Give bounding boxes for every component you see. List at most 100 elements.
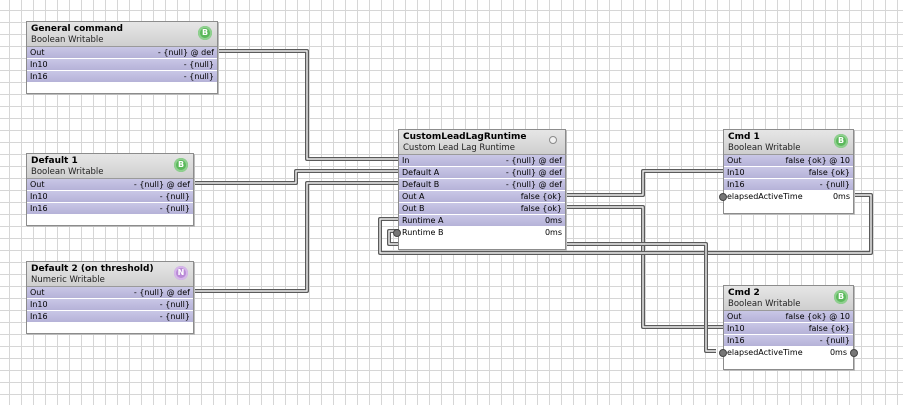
slot-name: In16 — [30, 312, 48, 321]
block-type: Custom Lead Lag Runtime — [403, 143, 515, 153]
block-cmd2[interactable]: Cmd 2 Boolean Writable B Out false {ok} … — [719, 285, 858, 370]
slot-name: In16 — [30, 72, 48, 81]
slot-out-a[interactable]: Out A false {ok} — [399, 191, 565, 203]
block-header[interactable]: Cmd 2 Boolean Writable B — [724, 286, 853, 311]
block-header[interactable]: Default 1 Boolean Writable B — [27, 154, 193, 179]
wire-default2-to-default-b[interactable] — [193, 181, 399, 293]
slot-value: - {null} — [159, 300, 190, 309]
block-title: Cmd 2 — [728, 288, 760, 298]
slot-name: elapsedActiveTime — [727, 348, 803, 357]
slot-in16[interactable]: In16 - {null} — [27, 311, 193, 323]
block-title: Cmd 1 — [728, 132, 760, 142]
slot-runtime-b[interactable]: Runtime B 0ms — [393, 227, 565, 239]
slot-default-a[interactable]: Default A - {null} @ def — [399, 167, 565, 179]
slot-name: In10 — [30, 300, 48, 309]
slot-value: - {null} — [183, 72, 214, 81]
slot-value: - {null} @ def — [133, 288, 190, 297]
slot-value: - {null} @ def — [505, 168, 562, 177]
slot-value: - {null} @ def — [157, 48, 214, 57]
block-cmd1[interactable]: Cmd 1 Boolean Writable B Out false {ok} … — [719, 129, 854, 214]
slot-in[interactable]: In - {null} @ def — [399, 155, 565, 167]
block-type: Boolean Writable — [31, 167, 104, 177]
block-custom-lead-lag-runtime[interactable]: CustomLeadLagRuntime Custom Lead Lag Run… — [393, 129, 566, 250]
slot-name: In10 — [727, 168, 745, 177]
slot-out[interactable]: Out false {ok} @ 10 — [724, 311, 853, 323]
slot-value: false {ok} @ 10 — [785, 156, 850, 165]
slot-in16[interactable]: In16 - {null} — [27, 203, 193, 215]
slot-name: In10 — [727, 324, 745, 333]
wire-out-a-to-cmd1-in10[interactable] — [565, 169, 724, 197]
block-default2[interactable]: Default 2 (on threshold) Numeric Writabl… — [26, 261, 194, 334]
slot-name: Runtime B — [402, 228, 444, 237]
slot-name: Out — [30, 180, 45, 189]
slot-name: In10 — [30, 60, 48, 69]
slot-name: Out — [30, 48, 45, 57]
slot-value: - {null} — [819, 336, 850, 345]
slot-name: Out — [727, 156, 742, 165]
block-header[interactable]: General command Boolean Writable B — [27, 22, 217, 47]
wire-default1-to-default-a[interactable] — [193, 169, 399, 185]
slot-in16[interactable]: In16 - {null} — [724, 335, 853, 347]
boolean-badge-icon: B — [834, 134, 848, 148]
block-general-command[interactable]: General command Boolean Writable B Out -… — [26, 21, 218, 94]
block-type: Numeric Writable — [31, 275, 105, 285]
slot-value: - {null} — [183, 60, 214, 69]
slot-in10[interactable]: In10 - {null} — [27, 191, 193, 203]
block-type: Boolean Writable — [31, 35, 104, 45]
slot-in16[interactable]: In16 - {null} — [27, 71, 217, 83]
slot-name: Out — [727, 312, 742, 321]
slot-value: - {null} @ def — [505, 180, 562, 189]
block-default1[interactable]: Default 1 Boolean Writable B Out - {null… — [26, 153, 194, 226]
slot-value: - {null} — [159, 204, 190, 213]
block-footer — [724, 203, 853, 213]
slot-out[interactable]: Out false {ok} @ 10 — [724, 155, 853, 167]
slot-name: Default B — [402, 180, 440, 189]
wire-cmd1-elapsed-to-runtime-a[interactable] — [378, 193, 873, 255]
slot-value: - {null} — [159, 312, 190, 321]
slot-name: In16 — [727, 336, 745, 345]
slot-in10[interactable]: In10 - {null} — [27, 59, 217, 71]
slot-name: In10 — [30, 192, 48, 201]
slot-value: - {null} — [819, 180, 850, 189]
slot-runtime-a[interactable]: Runtime A 0ms — [399, 215, 565, 227]
block-header[interactable]: CustomLeadLagRuntime Custom Lead Lag Run… — [399, 130, 565, 155]
slot-out[interactable]: Out - {null} @ def — [27, 179, 193, 191]
slot-in16[interactable]: In16 - {null} — [724, 179, 853, 191]
slot-value: - {null} @ def — [505, 156, 562, 165]
block-header[interactable]: Cmd 1 Boolean Writable B — [724, 130, 853, 155]
slot-value: - {null} — [159, 192, 190, 201]
slot-value: 0ms — [832, 192, 850, 201]
slot-value: 0ms — [829, 348, 847, 357]
link-pin-icon[interactable] — [719, 349, 727, 357]
block-header[interactable]: Default 2 (on threshold) Numeric Writabl… — [27, 262, 193, 287]
link-pin-icon[interactable] — [850, 349, 858, 357]
slot-value: 0ms — [544, 228, 562, 237]
gear-icon — [549, 136, 557, 144]
slot-in10[interactable]: In10 false {ok} — [724, 167, 853, 179]
block-footer — [27, 323, 193, 333]
numeric-badge-icon: N — [174, 266, 188, 280]
wire-out-b-to-cmd2-in10[interactable] — [565, 205, 724, 329]
link-pin-icon[interactable] — [393, 229, 401, 237]
link-pin-icon[interactable] — [719, 193, 727, 201]
boolean-badge-icon: B — [198, 26, 212, 40]
block-footer — [399, 239, 565, 249]
wire-general-command-to-in[interactable] — [217, 49, 399, 161]
block-type: Boolean Writable — [728, 143, 801, 153]
slot-out-b[interactable]: Out B false {ok} — [399, 203, 565, 215]
slot-out[interactable]: Out - {null} @ def — [27, 47, 217, 59]
slot-value: false {ok} — [808, 168, 850, 177]
slot-value: false {ok} — [520, 204, 562, 213]
slot-name: elapsedActiveTime — [727, 192, 803, 201]
slot-in10[interactable]: In10 false {ok} — [724, 323, 853, 335]
slot-default-b[interactable]: Default B - {null} @ def — [399, 179, 565, 191]
slot-name: In16 — [30, 204, 48, 213]
slot-out[interactable]: Out - {null} @ def — [27, 287, 193, 299]
block-title: CustomLeadLagRuntime — [403, 132, 527, 142]
slot-value: false {ok} @ 10 — [785, 312, 850, 321]
slot-elapsed-active-time[interactable]: elapsedActiveTime 0ms — [719, 191, 853, 203]
slot-elapsed-active-time[interactable]: elapsedActiveTime 0ms — [719, 347, 858, 359]
boolean-badge-icon: B — [834, 290, 848, 304]
slot-in10[interactable]: In10 - {null} — [27, 299, 193, 311]
